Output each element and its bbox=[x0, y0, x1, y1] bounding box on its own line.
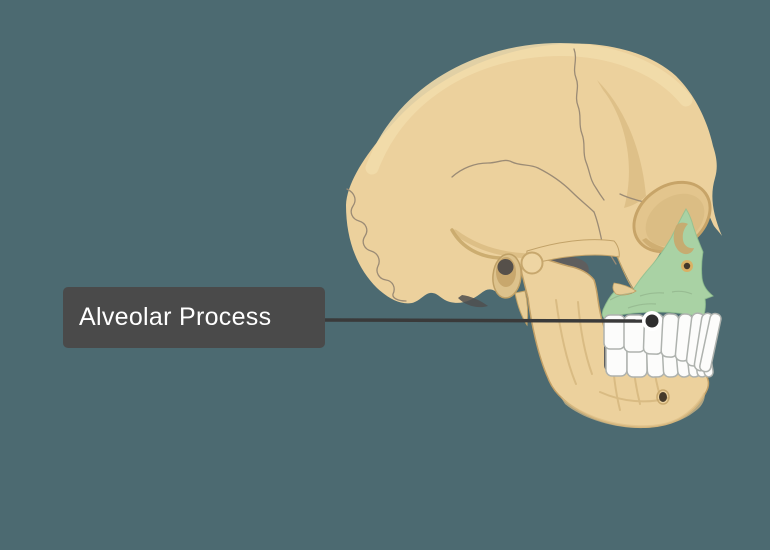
maxilla-highlight-region[interactable] bbox=[601, 208, 714, 319]
acoustic-meatus-opening bbox=[497, 259, 514, 275]
cranium-inner-light-band bbox=[365, 43, 693, 175]
mandible bbox=[520, 255, 710, 429]
cranium-outline bbox=[346, 43, 722, 304]
styloid-process bbox=[514, 290, 529, 327]
supramastoid-crest bbox=[450, 228, 502, 260]
mental-foramen-rim bbox=[656, 389, 670, 405]
maxilla-texture-lines bbox=[609, 290, 693, 309]
mandible-bottom-shade bbox=[560, 392, 705, 429]
coronoid-wedge bbox=[612, 282, 637, 296]
temporal-shade-crescent bbox=[597, 80, 646, 208]
tooth bbox=[699, 312, 722, 373]
upper-teeth bbox=[603, 312, 722, 373]
mandible-body bbox=[520, 255, 710, 429]
coronal-suture bbox=[573, 48, 605, 201]
mastoid-shadow bbox=[458, 295, 488, 308]
infraorbital-foramen bbox=[683, 262, 691, 270]
zygomatic-bone-boundary bbox=[616, 255, 634, 290]
mental-foramen bbox=[659, 392, 667, 402]
mandibular-condyle bbox=[520, 251, 544, 275]
lambdoid-suture bbox=[346, 188, 407, 302]
teeth bbox=[603, 312, 722, 378]
ear-region bbox=[492, 253, 529, 327]
marker-dot[interactable] bbox=[645, 314, 659, 328]
lacrimal-hook bbox=[673, 222, 694, 255]
leader-line bbox=[321, 318, 652, 323]
structure-label[interactable]: Alveolar Process bbox=[63, 287, 325, 348]
cranium bbox=[346, 43, 722, 308]
squamosal-suture bbox=[451, 159, 595, 213]
structure-label-text: Alveolar Process bbox=[79, 303, 272, 331]
zygomatic-arch bbox=[520, 239, 634, 290]
annotation-pointer bbox=[321, 311, 662, 331]
